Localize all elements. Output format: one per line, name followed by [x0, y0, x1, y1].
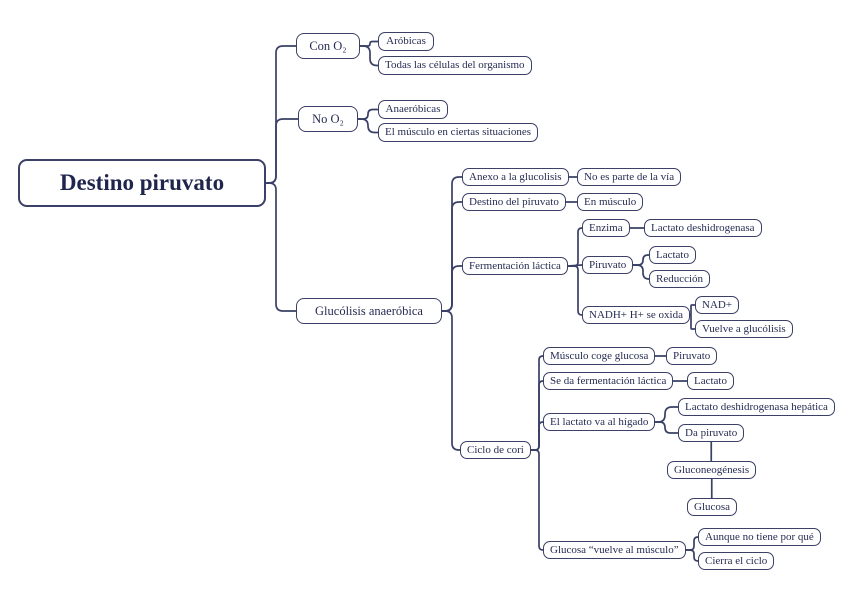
connector-line [441, 310, 461, 451]
connector-line [685, 536, 699, 551]
mindmap-node-con-o2[interactable]: Con O₂ [296, 33, 360, 59]
mindmap-node-glucosa-vuelve[interactable]: Glucosa “vuelve al músculo” [543, 541, 686, 559]
mindmap-node-lactato-ferm[interactable]: Lactato [649, 246, 696, 264]
mindmap-node-piruvato-ciclo[interactable]: Piruvato [666, 347, 718, 365]
connector-line [685, 549, 699, 562]
mindmap-node-glucolisis-anaerobica[interactable]: Glucólisis anaeróbica [296, 298, 442, 324]
mindmap-node-se-da-fermentacion[interactable]: Se da fermentación láctica [543, 372, 674, 390]
mindmap-node-musculo-coge-glucosa[interactable]: Músculo coge glucosa [543, 347, 656, 365]
connector-line [567, 227, 583, 267]
mindmap-node-da-piruvato[interactable]: Da piruvato [678, 424, 745, 442]
connector-line [530, 421, 544, 451]
mindmap-node-destino-del-piruvato[interactable]: Destino del piruvato [462, 193, 566, 211]
connector-line [567, 264, 583, 267]
connector-line [265, 182, 297, 312]
connector-line [441, 176, 463, 312]
mindmap-node-piruvato-ferm[interactable]: Piruvato [582, 256, 634, 274]
mindmap-node-enzima[interactable]: Enzima [582, 219, 630, 237]
connector-line [530, 380, 544, 451]
mindmap-node-musculo-situaciones[interactable]: El músculo en ciertas situaciones [378, 123, 539, 142]
connector-line [632, 264, 650, 280]
mindmap-node-aunque-no-tiene[interactable]: Aunque no tiene por qué [698, 528, 821, 546]
mindmap-node-reduccion[interactable]: Reducción [649, 270, 711, 288]
connector-line [357, 108, 379, 120]
connector-line [357, 118, 379, 134]
mindmap-node-lactato-ciclo[interactable]: Lactato [687, 372, 734, 390]
mindmap-node-cierra-el-ciclo[interactable]: Cierra el ciclo [698, 552, 775, 570]
mindmap-node-root[interactable]: Destino piruvato [18, 159, 266, 207]
mindmap-node-lactato-hepatica[interactable]: Lactato deshidrogenasa hepática [678, 398, 835, 416]
mindmap-node-anaerobicas[interactable]: Anaeróbicas [378, 100, 448, 119]
mindmap-node-anexo-glucolisis[interactable]: Anexo a la glucolisis [462, 168, 569, 186]
mindmap-node-arobicas[interactable]: Aróbicas [378, 32, 434, 51]
mindmap-node-ciclo-de-cori[interactable]: Ciclo de cori [460, 441, 531, 459]
connector-line [359, 45, 379, 67]
connector-line [441, 201, 463, 312]
connector-line [441, 265, 463, 312]
mindmap-node-vuelve-glucolisis[interactable]: Vuelve a glucólisis [695, 320, 793, 338]
mindmap-node-gluconeogenesis[interactable]: Gluconeogénesis [667, 461, 757, 479]
connector-line [654, 406, 679, 423]
connector-line [359, 40, 379, 47]
mindmap-node-todas-las-celulas[interactable]: Todas las células del organismo [378, 56, 532, 75]
mindmap-node-glucosa[interactable]: Glucosa [687, 498, 738, 516]
connector-line [265, 118, 299, 184]
connector-line [265, 45, 297, 184]
mindmap-node-fermentacion-lactica[interactable]: Fermentación láctica [462, 257, 568, 275]
mindmap-node-lactato-deshidrogenasa[interactable]: Lactato deshidrogenasa [644, 219, 762, 237]
mindmap-node-no-es-parte[interactable]: No es parte de la vía [577, 168, 682, 186]
mindmap-node-nadh-se-oxida[interactable]: NADH+ H+ se oxida [582, 306, 690, 324]
mindmap-node-lactato-higado[interactable]: El lactato va al hígado [543, 413, 656, 431]
mindmap-node-nad[interactable]: NAD+ [695, 296, 740, 314]
connector-line [567, 265, 583, 316]
mindmap-node-en-musculo[interactable]: En músculo [577, 193, 644, 211]
connector-line [530, 355, 544, 451]
connector-line [654, 421, 679, 434]
mindmap-node-no-o2[interactable]: No O₂ [298, 106, 358, 132]
connector-line [632, 254, 650, 266]
connector-line [530, 449, 544, 551]
